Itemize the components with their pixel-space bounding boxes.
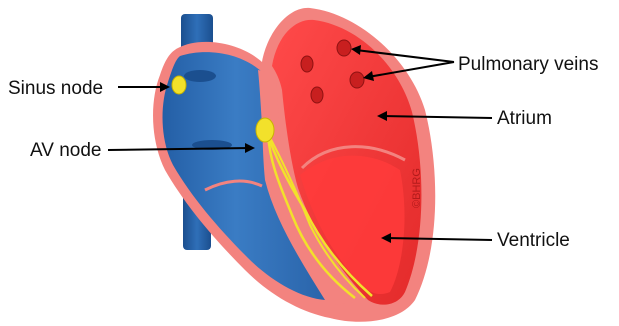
av-node [256, 118, 274, 142]
pulmonary-vein-opening [350, 72, 364, 88]
watermark: ©BHRG [411, 168, 423, 208]
pulmonary-vein-opening [311, 87, 323, 103]
pulmonary-vein-opening [301, 56, 313, 72]
ventricle-label: Ventricle [497, 231, 570, 250]
av-node-label: AV node [30, 141, 101, 160]
pulmonary-vein-opening [337, 40, 351, 56]
atrium-label: Atrium [497, 109, 552, 128]
vena-cava-opening-top [184, 70, 216, 82]
sinus-node [172, 76, 186, 94]
sinus-node-label: Sinus node [8, 79, 103, 98]
pulmonary-veins-label: Pulmonary veins [458, 55, 598, 74]
